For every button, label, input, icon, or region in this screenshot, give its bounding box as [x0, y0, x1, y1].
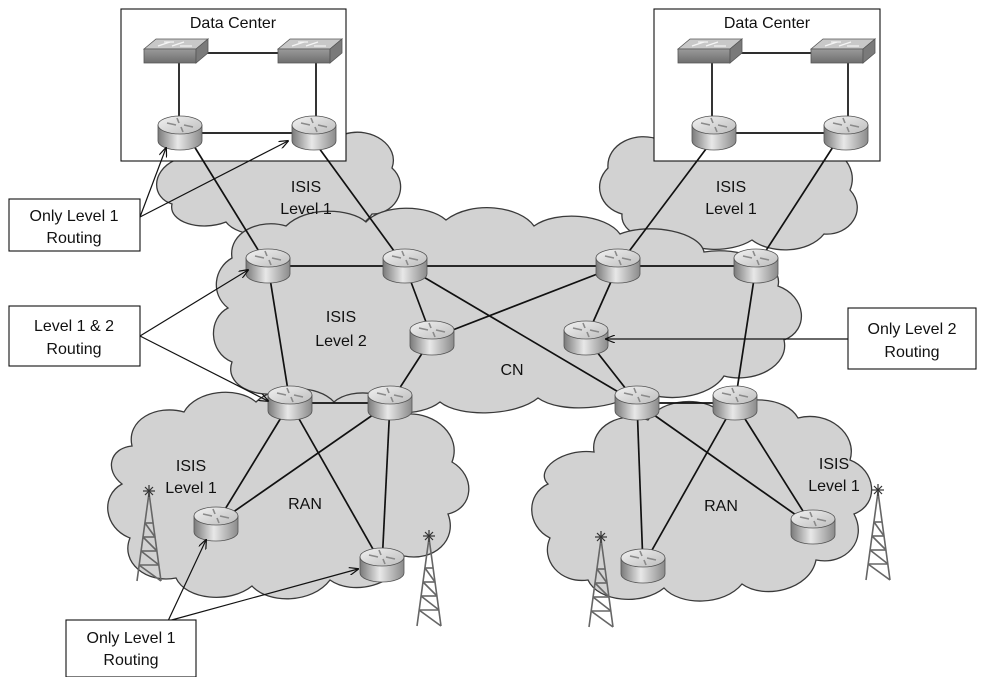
- label-isis-bottom-left-line2: Level 1: [165, 480, 217, 497]
- label-isis-bottom-left-line1: ISIS: [176, 458, 206, 475]
- router-icon-dc-left-1: [157, 115, 203, 151]
- label-ran-right: RAN: [704, 498, 738, 515]
- switch-icon-dc-left-1: [143, 38, 209, 64]
- callout-only-level2-line1: Only Level 2: [868, 321, 957, 338]
- router-icon-l2-core-right: [563, 320, 609, 356]
- label-isis-level2-line2: Level 2: [315, 333, 367, 350]
- callouts: Only Level 1 Routing Level 1 & 2 Routing…: [8, 198, 977, 677]
- switch-icon-dc-left-2: [277, 38, 343, 64]
- callout-level1-and-2-line2: Routing: [46, 341, 101, 358]
- callout-arrows: [139, 141, 848, 622]
- label-isis-top-right-line2: Level 1: [705, 201, 757, 218]
- label-isis-bottom-right-line1: ISIS: [819, 456, 849, 473]
- label-isis-level2-line1: ISIS: [326, 309, 356, 326]
- router-icon-dc-right-1: [691, 115, 737, 151]
- callout-only-level2: Only Level 2 Routing: [847, 307, 977, 370]
- label-data-center-right: Data Center: [724, 15, 811, 32]
- router-icon-l12-top-left: [245, 248, 291, 284]
- router-icon-ran-left-2: [359, 547, 405, 583]
- router-icon-l12-bottom-right-1: [614, 385, 660, 421]
- callout-only-level1-bottom-line2: Routing: [103, 652, 158, 669]
- router-icon-l12-bottom-right-2: [712, 385, 758, 421]
- switch-icon-dc-right-1: [677, 38, 743, 64]
- cloud-ran-right: [531, 399, 873, 602]
- router-icon-l2-core-left: [409, 320, 455, 356]
- label-isis-bottom-right-line2: Level 1: [808, 478, 860, 495]
- callout-only-level1-top-line1: Only Level 1: [30, 208, 119, 225]
- callout-only-level1-bottom-line1: Only Level 1: [87, 630, 176, 647]
- label-isis-top-left-line2: Level 1: [280, 201, 332, 218]
- router-icon-l2-top-2: [595, 248, 641, 284]
- callout-level1-and-2-line1: Level 1 & 2: [34, 318, 114, 335]
- label-ran-left: RAN: [288, 496, 322, 513]
- router-icon-l12-bottom-left-2: [367, 385, 413, 421]
- callout-only-level1-top-line2: Routing: [46, 230, 101, 247]
- router-icon-l12-bottom-left-1: [267, 385, 313, 421]
- router-icon-dc-left-2: [291, 115, 337, 151]
- router-icon-dc-right-2: [823, 115, 869, 151]
- callout-only-level1-bottom: Only Level 1 Routing: [65, 619, 197, 677]
- label-isis-top-left-line1: ISIS: [291, 179, 321, 196]
- router-icon-ran-left-1: [193, 506, 239, 542]
- router-icon-l2-top-1: [382, 248, 428, 284]
- region-labels: Data Center Data Center ISIS Level 1 ISI…: [165, 15, 860, 515]
- router-icon-ran-right-1: [620, 548, 666, 584]
- callout-only-level1-top: Only Level 1 Routing: [8, 198, 141, 252]
- router-icon-ran-right-2: [790, 509, 836, 545]
- switch-icon-dc-right-2: [810, 38, 876, 64]
- callout-level1-and-2: Level 1 & 2 Routing: [8, 305, 141, 367]
- callout-only-level2-line2: Routing: [884, 344, 939, 361]
- router-icon-l12-top-right: [733, 248, 779, 284]
- label-isis-top-right-line1: ISIS: [716, 179, 746, 196]
- label-data-center-left: Data Center: [190, 15, 277, 32]
- label-cn: CN: [500, 362, 523, 379]
